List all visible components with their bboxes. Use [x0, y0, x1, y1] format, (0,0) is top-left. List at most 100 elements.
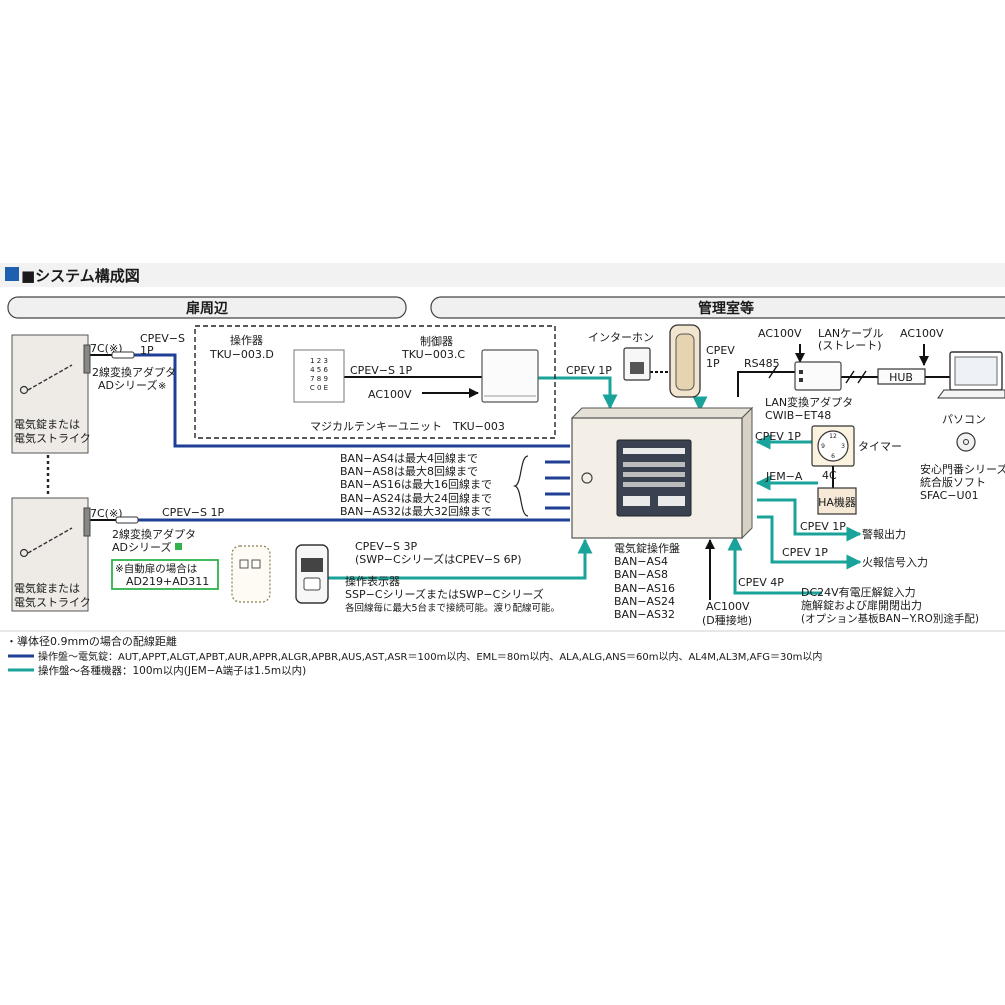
timer-cable: CPEV 1P	[755, 430, 801, 443]
lan-adapter-2: CWIB−ET48	[765, 409, 831, 422]
timer-dial-12: 12	[829, 433, 837, 440]
panel-lock-icon	[581, 472, 593, 484]
panel-power-1: AC100V	[706, 600, 750, 613]
keypad-device	[293, 349, 345, 403]
adapter-bottom-icon	[115, 516, 139, 524]
section-office-pill	[430, 296, 1005, 319]
door-top-adapter-2: ADシリーズ	[98, 378, 157, 392]
timer-dial-6: 6	[831, 453, 835, 460]
intercom-cable: CPEV 1P	[566, 364, 612, 377]
keypad-row-3: 7 8 9	[310, 375, 328, 383]
cd-hole-icon	[963, 439, 969, 445]
capacity-brace	[512, 455, 529, 517]
panel-button-icon	[658, 496, 685, 506]
capacity-line: BAN−AS16は最大16回線まで	[340, 477, 492, 491]
capacity-line: BAN−AS4は最大4回線まで	[340, 451, 478, 465]
opdisp-series: SSP−CシリーズまたはSWP−Cシリーズ	[345, 587, 544, 601]
rs485-label: RS485	[744, 357, 780, 370]
door-bottom-label-2: 電気ストライク	[14, 595, 91, 609]
tenkey-dashed-box	[194, 325, 556, 439]
swp-screen-icon	[301, 558, 323, 572]
ha-box	[817, 487, 857, 515]
panel-model: BAN−AS8	[614, 568, 668, 581]
door-bottom-cpev: CPEV−S 1P	[162, 506, 224, 519]
door-top-label-2: 電気ストライク	[14, 431, 91, 445]
opdisp-cable-1: CPEV−S 3P	[355, 540, 417, 553]
ssp-display-icon	[231, 545, 271, 603]
tenkey-controller-label: 制御器	[420, 334, 453, 348]
outputs-group: CPEV 1P 警報出力 CPEV 1P 火報信号入力 CPEV 4P DC24…	[738, 520, 979, 625]
capacity-list: BAN−AS4は最大4回線まで BAN−AS8は最大8回線まで BAN−AS16…	[340, 451, 529, 518]
lan-cable-1: LANケーブル	[818, 326, 883, 340]
panel-side-face	[741, 406, 753, 540]
auto-door-note-box	[111, 559, 219, 590]
cd-icon	[956, 432, 976, 452]
panel-power-2: (D種接地)	[702, 613, 752, 627]
lock-knob-icon	[19, 385, 29, 395]
tenkey-power: AC100V	[368, 388, 412, 401]
door-top-cpev-2: 1P	[140, 344, 154, 357]
intercom-handset-icon	[675, 333, 695, 391]
section-door-label: 扉周辺	[186, 300, 228, 317]
capacity-line: BAN−AS32は最大32回線まで	[340, 504, 492, 518]
operation-display: CPEV−S 3P (SWP−CシリーズはCPEV−S 6P) 操作表示器 SS…	[231, 540, 560, 614]
output-cpev-b: CPEV 1P	[782, 546, 828, 559]
black-arrows	[422, 344, 929, 600]
ha-group: JEM−A HA機器	[765, 470, 857, 515]
panel-button-icon	[623, 496, 650, 506]
opdisp-note: 各回線毎に最大5台まで接続可能。渡り配線可能。	[345, 602, 560, 614]
hub-label: HUB	[889, 371, 913, 384]
auto-door-note-1: ※自動扉の場合は	[115, 562, 197, 575]
navy-wires	[125, 353, 570, 522]
pc-label: パソコン	[942, 413, 986, 426]
lock-handle-icon-2	[27, 527, 73, 554]
hub-icon	[877, 368, 926, 385]
door-bottom-adapter-2: ADシリーズ	[112, 540, 171, 554]
timer-label: タイマー	[858, 440, 902, 453]
tenkey-unit-name: マジカルテンキーユニット TKU−003	[310, 420, 505, 433]
strike-icon	[83, 344, 91, 374]
ha-cable: JEM−A	[765, 470, 803, 483]
panel-row-icon	[623, 462, 685, 467]
output-cpev-4p: CPEV 4P	[738, 576, 784, 589]
keypad-row-2: 4 5 6	[310, 366, 328, 374]
heading-square-icon	[5, 267, 19, 281]
door-top-adapter-mark: ※	[158, 381, 166, 392]
lock-handle-icon	[27, 364, 73, 391]
opdisp-cable-2: (SWP−CシリーズはCPEV−S 6P)	[355, 552, 522, 566]
panel-top-face	[570, 407, 754, 419]
tenkey-unit: 操作器 TKU−003.D 1 2 3 4 5 6 7 8 9 C 0 E 制御…	[194, 325, 556, 439]
keypad-row-4: C 0 E	[310, 384, 328, 392]
output-dc24-3: (オプション基板BAN−Y.RO別途手配)	[801, 612, 979, 625]
output-cpev-a: CPEV 1P	[800, 520, 846, 533]
door-bottom-adapter-1: 2線変換アダプタ	[112, 527, 196, 541]
lan-port-icon	[799, 378, 803, 382]
panel-row-icon	[623, 482, 685, 487]
controller-device	[481, 349, 539, 403]
tenkey-controller-model: TKU−003.C	[401, 348, 465, 361]
panel-label: 電気錠操作盤	[614, 541, 680, 555]
notes-line-1: 操作盤〜電気錠：AUT,APPT,ALGT,APBT,AUR,APPR,ALGR…	[38, 650, 822, 663]
intercom-group: インターホン CPEV 1P CPEV 1P	[566, 324, 735, 398]
section-office-label: 管理室等	[698, 300, 754, 317]
software-3: SFAC−U01	[920, 489, 979, 502]
output-alarm: 警報出力	[862, 527, 906, 541]
main-panel: 電気錠操作盤 BAN−AS4 BAN−AS8 BAN−AS16 BAN−AS24…	[570, 406, 754, 627]
section-door-pill	[7, 296, 407, 319]
output-dc24-1: DC24V有電圧解錠入力	[801, 585, 916, 599]
opdisp-label: 操作表示器	[345, 574, 400, 588]
ssp-key-icon	[239, 559, 249, 569]
timer-dial-3: 3	[841, 443, 845, 450]
panel-row-icon	[623, 448, 685, 454]
note-mark-icon	[175, 543, 182, 550]
lan-adapter-1: LAN変換アダプタ	[765, 395, 853, 409]
ha-label: HA機器	[818, 495, 856, 509]
capacity-line: BAN−AS24は最大24回線まで	[340, 491, 492, 505]
network-group: RS485 AC100V LANケーブル (ストレート) AC100V HUB …	[744, 326, 1005, 502]
door-panel-2	[11, 497, 89, 612]
auto-door-note-2: AD219+AD311	[126, 575, 209, 588]
software-1: 安心門番シリーズ	[920, 462, 1005, 476]
panel-row-icon	[623, 472, 685, 477]
teal-wires	[325, 376, 862, 595]
